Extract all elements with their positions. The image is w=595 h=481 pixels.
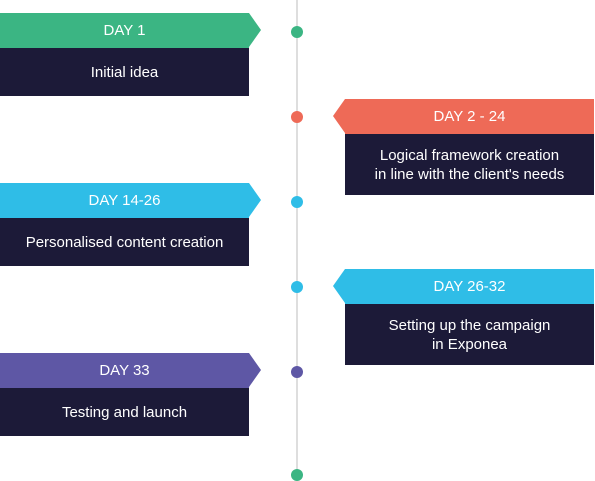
timeline-dot-day-14-26: [291, 196, 303, 208]
timeline-dot-day-2-24: [291, 111, 303, 123]
milestone-text: Initial idea: [90, 63, 159, 81]
timeline-dot-day-33: [291, 366, 303, 378]
timeline-axis: [296, 0, 298, 481]
milestone-header: DAY 1: [0, 13, 261, 48]
milestone-card-day-1: DAY 1 Initial idea: [0, 13, 261, 96]
milestone-card-day-26-32: DAY 26-32 Setting up the campaign in Exp…: [333, 269, 594, 365]
milestone-header: DAY 2 - 24: [333, 99, 594, 134]
milestone-card-day-14-26: DAY 14-26 Personalised content creation: [0, 183, 261, 266]
milestone-body: Personalised content creation: [0, 218, 249, 266]
milestone-header: DAY 14-26: [0, 183, 261, 218]
timeline-dot-end: [291, 469, 303, 481]
milestone-text: Setting up the campaign: [388, 316, 551, 334]
milestone-body: Testing and launch: [0, 388, 249, 436]
milestone-body: Initial idea: [0, 48, 249, 96]
milestone-card-day-33: DAY 33 Testing and launch: [0, 353, 261, 436]
timeline-dot-day-1: [291, 26, 303, 38]
milestone-text: Personalised content creation: [25, 233, 224, 251]
milestone-body: Logical framework creation in line with …: [345, 134, 594, 195]
milestone-header: DAY 26-32: [333, 269, 594, 304]
milestone-card-day-2-24: DAY 2 - 24 Logical framework creation in…: [333, 99, 594, 195]
milestone-body: Setting up the campaign in Exponea: [345, 304, 594, 365]
milestone-header: DAY 33: [0, 353, 261, 388]
milestone-text: in Exponea: [431, 335, 508, 353]
milestone-text: Testing and launch: [61, 403, 188, 421]
timeline-dot-day-26-32: [291, 281, 303, 293]
milestone-text: Logical framework creation: [379, 146, 560, 164]
milestone-text: in line with the client's needs: [374, 165, 565, 183]
